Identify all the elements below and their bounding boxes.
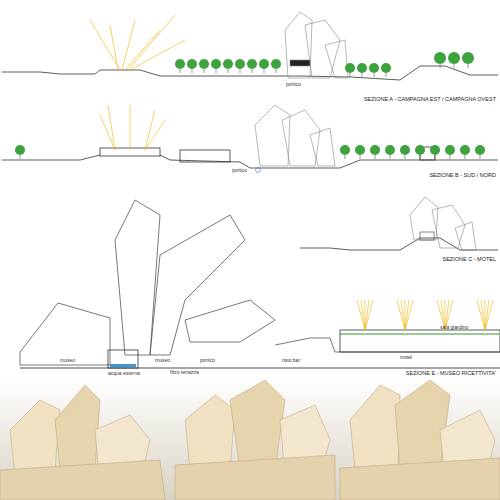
space-label: portico [232, 168, 247, 173]
section-title: SEZIONE C - MOTEL [443, 257, 496, 263]
space-label: filtro terrazza [170, 370, 199, 375]
section-title: SEZIONE B - SUD / NORD [429, 173, 496, 179]
space-label: portico [200, 358, 215, 363]
space-label: motel [400, 355, 412, 360]
section-title: SEZIONE A - CAMPAGNA EST / CAMPAGNA OVES… [364, 97, 496, 103]
space-label: portico [286, 82, 301, 87]
space-label: sala giardino [440, 325, 468, 330]
section-title: SEZIONE E - MUSEO RICETTIVITA' [406, 371, 496, 377]
space-label: acqua esterna [108, 371, 140, 376]
space-label: risto bar [282, 358, 300, 363]
space-label: museo [155, 358, 170, 363]
space-label: museo [60, 358, 75, 363]
